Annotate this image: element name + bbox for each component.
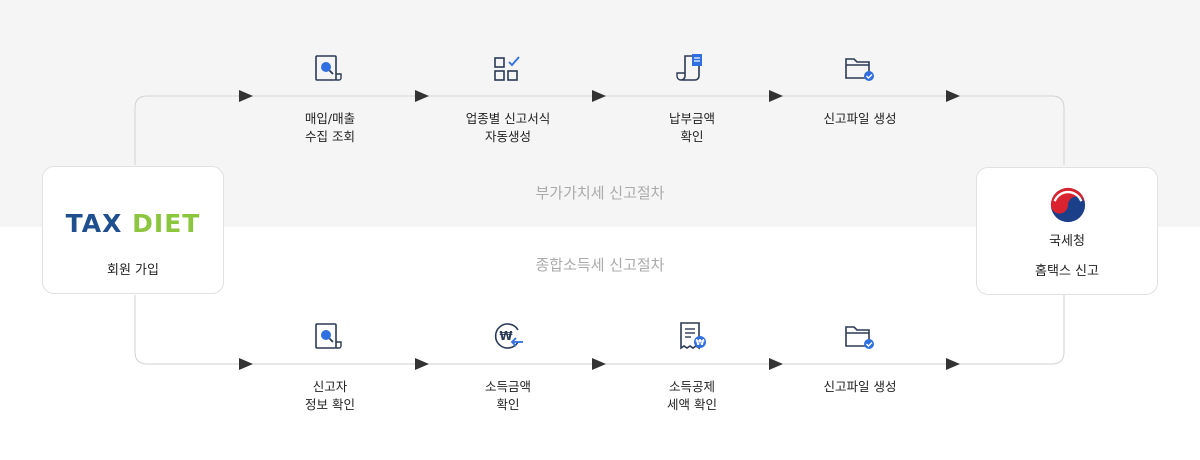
arrow-icon [592, 90, 606, 102]
nts-name: 국세청 [1049, 234, 1085, 249]
arrow-icon [769, 358, 783, 370]
income-flow-line [134, 295, 1065, 365]
arrow-icon [239, 90, 253, 102]
income-flow-title: 종합소득세 신고절차 [535, 256, 665, 274]
search-document-icon [315, 323, 342, 349]
taxdiet-logo: TAX DIET [65, 209, 201, 238]
signup-node: TAX DIET 회원 가입 [42, 166, 224, 294]
hometax-node: 국세청 홈택스 신고 [976, 167, 1158, 295]
arrow-icon [415, 358, 429, 370]
svg-text:₩: ₩ [696, 338, 705, 347]
arrow-icon [946, 358, 960, 370]
folder-check-icon [845, 326, 874, 349]
vat-flow-title: 부가가치세 신고절차 [535, 184, 665, 202]
search-document-icon [315, 55, 342, 81]
hometax-label: 홈택스 신고 [1035, 264, 1099, 279]
income-step-4-label: 신고파일 생성 [823, 379, 897, 394]
arrow-icon [415, 90, 429, 102]
receipt-won-icon: ₩ [680, 322, 706, 350]
svg-text:₩: ₩ [499, 329, 513, 343]
arrow-icon [769, 90, 783, 102]
vat-step-4-label: 신고파일 생성 [823, 111, 897, 126]
arrow-icon [239, 358, 253, 370]
arrow-icon [592, 358, 606, 370]
folder-check-icon [845, 58, 874, 81]
nts-emblem-icon [1050, 187, 1086, 223]
arrow-icon [946, 90, 960, 102]
scroll-document-icon [676, 54, 702, 81]
grid-check-icon [494, 56, 520, 81]
won-return-icon: ₩ [494, 323, 523, 349]
signup-label: 회원 가입 [107, 263, 159, 278]
